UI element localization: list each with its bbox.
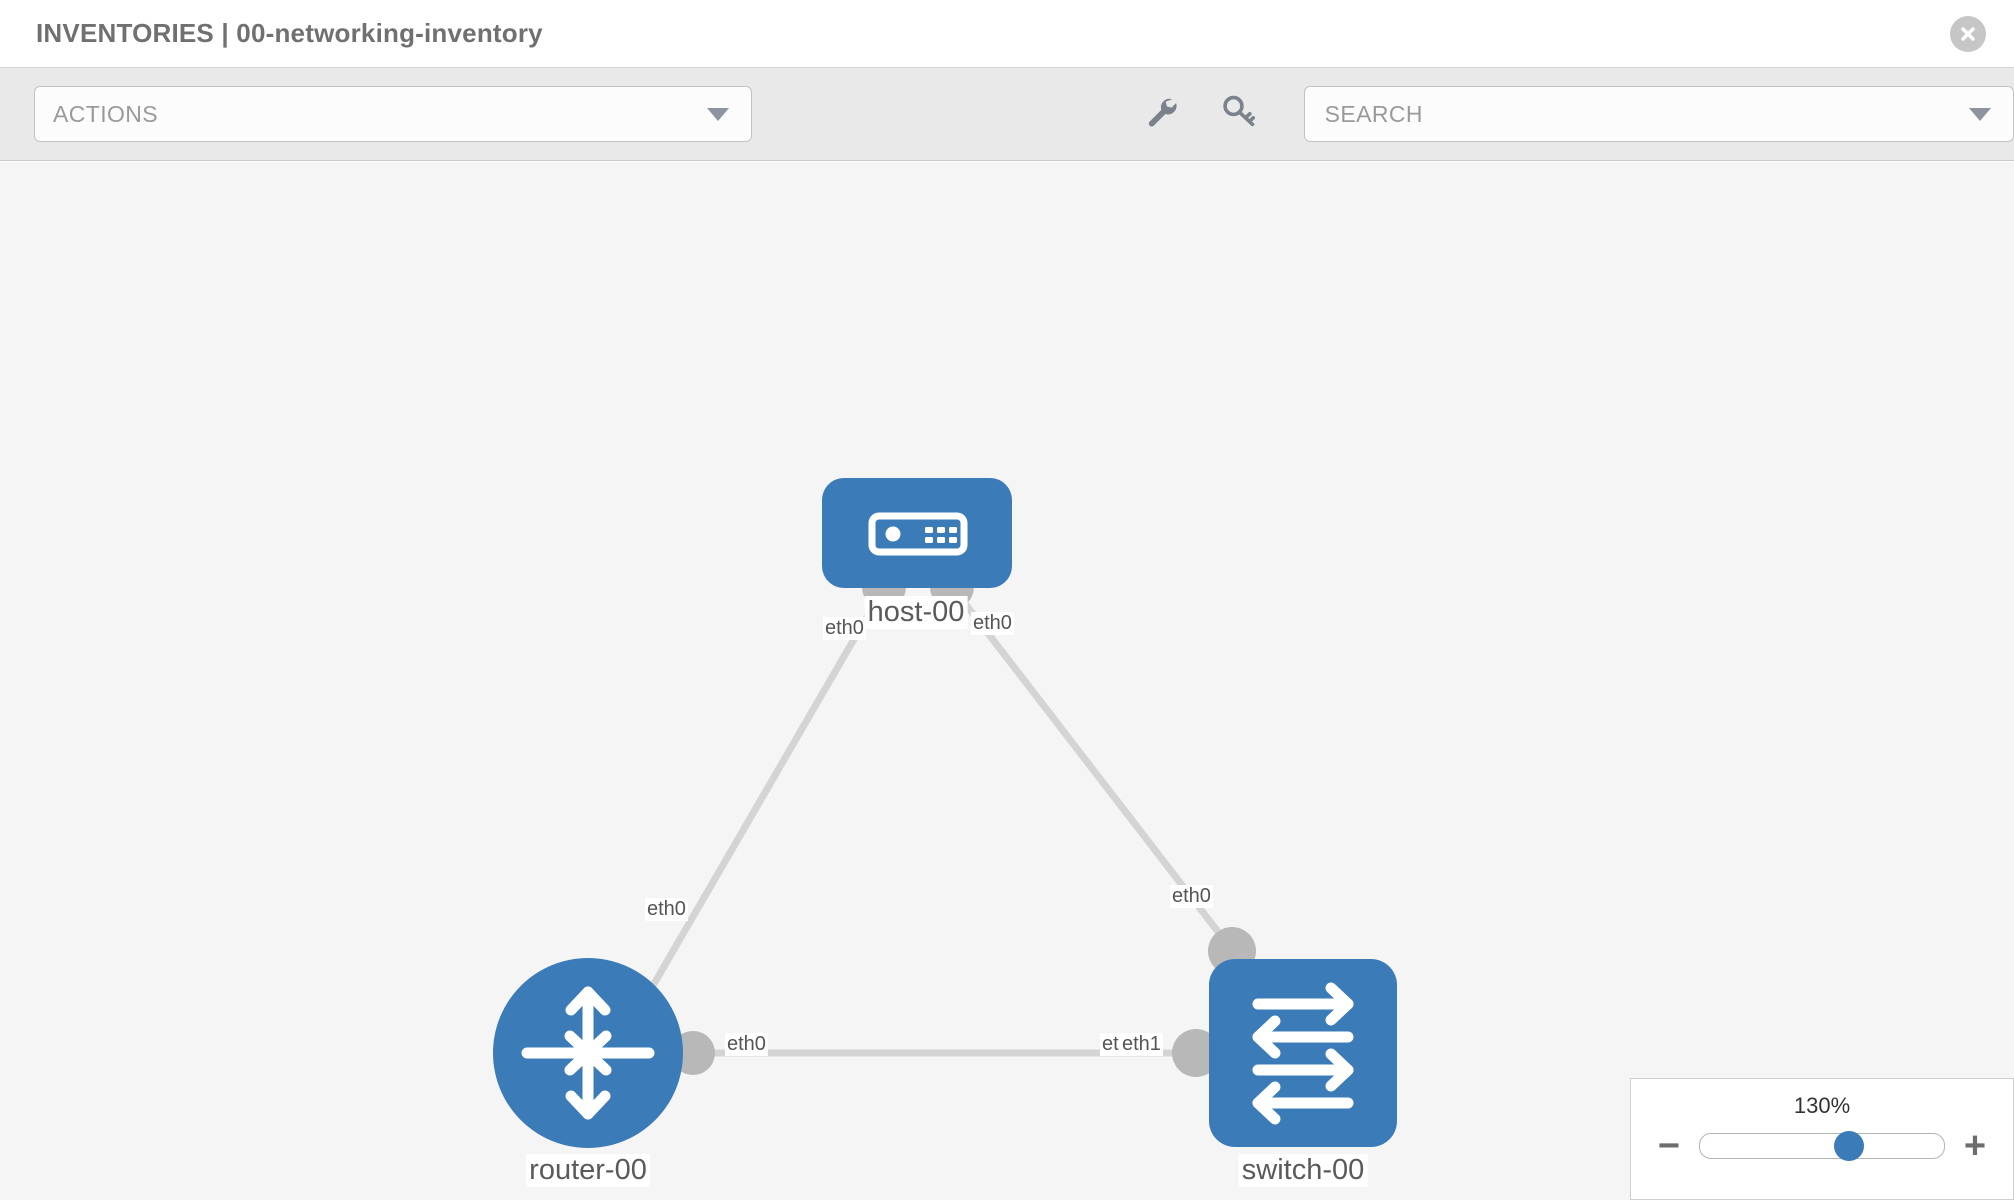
toolbar-icon-group [1142, 93, 1258, 136]
search-field[interactable] [1303, 86, 2014, 142]
server-icon [868, 512, 968, 556]
page-title: INVENTORIES | 00-networking-inventory [36, 18, 543, 48]
node-label-host-00: host-00 [864, 596, 968, 629]
page-header: INVENTORIES | 00-networking-inventory [0, 0, 2014, 68]
search-input[interactable] [1322, 99, 1936, 129]
zoom-control-panel: 130% − + [1630, 1078, 2014, 1200]
chevron-down-icon [706, 107, 729, 121]
iface-label-switch-left-b: eth1 [1120, 1033, 1163, 1056]
topology-canvas[interactable]: eth0 eth0 eth0 eth0 eth0 eth0 eth1 host-… [0, 162, 2014, 1200]
actions-dropdown-label: ACTIONS [53, 100, 159, 127]
node-label-switch-00: switch-00 [1238, 1154, 1368, 1187]
link-host-router [636, 582, 890, 1010]
zoom-level-value: 130% [1793, 1093, 1851, 1118]
iface-label-router-up: eth0 [645, 898, 688, 921]
zoom-slider-thumb[interactable] [1833, 1131, 1864, 1161]
iface-label-router-right: eth0 [725, 1033, 768, 1056]
connector-switch-left [1172, 1029, 1220, 1077]
zoom-out-button[interactable]: − [1657, 1125, 1681, 1167]
key-icon[interactable] [1220, 93, 1258, 136]
node-router-00[interactable] [493, 958, 683, 1148]
search-chevron-down-icon[interactable] [1969, 107, 1991, 121]
switch-arrows-icon [1252, 982, 1354, 1125]
link-connectors [671, 565, 1256, 1077]
node-switch-00[interactable] [1209, 959, 1397, 1147]
zoom-slider-row: − + [1631, 1125, 2013, 1167]
node-label-router-00: router-00 [526, 1154, 650, 1187]
zoom-in-button[interactable]: + [1963, 1125, 1987, 1167]
iface-label-host-left: eth0 [823, 617, 866, 640]
zoom-slider-track[interactable] [1699, 1131, 1945, 1161]
wrench-icon[interactable] [1142, 93, 1180, 136]
router-arrows-icon [521, 986, 655, 1120]
actions-dropdown[interactable]: ACTIONS [34, 86, 752, 142]
close-button[interactable] [1950, 15, 1986, 52]
topology-graph [493, 478, 1397, 1148]
close-icon [1958, 24, 1978, 44]
iface-label-switch-up: eth0 [1170, 885, 1213, 908]
node-host-00[interactable] [822, 478, 1012, 588]
toolbar: ACTIONS [0, 68, 2014, 161]
iface-label-host-right: eth0 [971, 612, 1014, 635]
